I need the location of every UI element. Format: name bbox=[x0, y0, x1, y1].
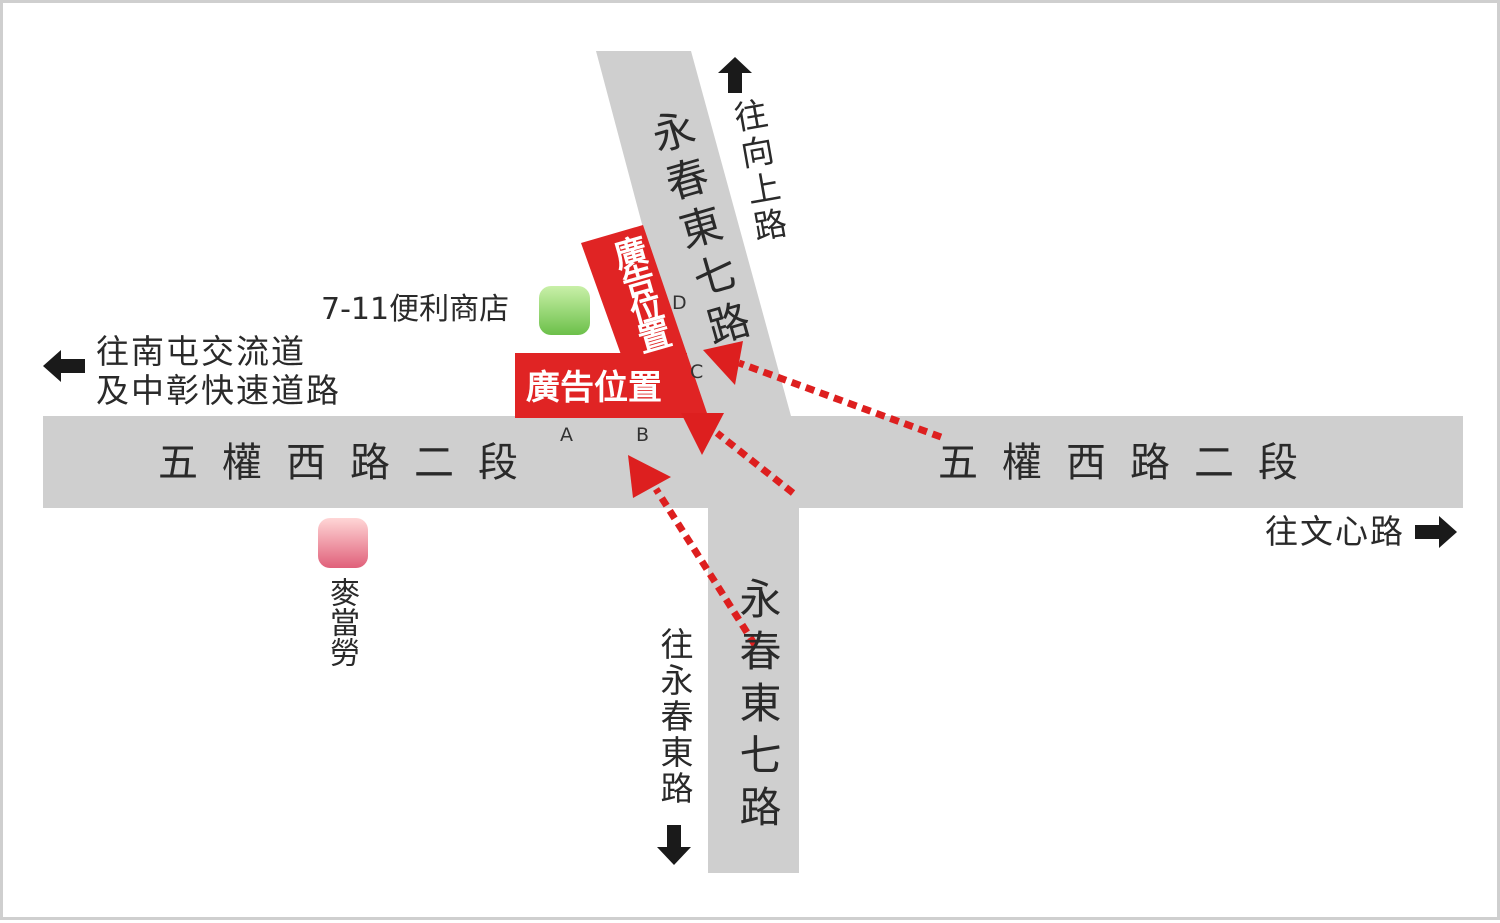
corner-label-c: C bbox=[690, 361, 704, 383]
sightline-arrow-to-c-icon bbox=[703, 341, 943, 441]
direction-label-west-line2: 及中彰快速道路 bbox=[96, 371, 341, 410]
arrow-west-icon bbox=[43, 350, 85, 382]
corner-label-a: A bbox=[560, 424, 573, 446]
direction-label-south: 往永春東路 bbox=[655, 627, 694, 807]
corner-label-d: D bbox=[672, 292, 687, 314]
sightline-arrow-to-b-icon bbox=[681, 413, 796, 496]
road-label-wuquan-west: 五權西路二段 bbox=[158, 440, 542, 486]
road-label-wuquan-east: 五權西路二段 bbox=[938, 440, 1322, 486]
map-graphics bbox=[43, 51, 1463, 873]
arrow-north-icon bbox=[718, 57, 752, 93]
road-label-yongchun-south: 永春東七路 bbox=[733, 577, 782, 837]
mcdonalds-marker-icon bbox=[318, 518, 368, 568]
seven-eleven-marker-icon bbox=[539, 286, 590, 335]
ad-panel-horizontal-label: 廣告位置 bbox=[526, 368, 662, 408]
road-yongchun-south bbox=[708, 503, 799, 873]
sightline-arrow-to-a-icon bbox=[628, 455, 758, 647]
corner-label-b: B bbox=[636, 424, 650, 446]
seven-eleven-label: 7-11便利商店 bbox=[321, 292, 510, 327]
mcdonalds-label: 麥當勞 bbox=[324, 577, 359, 667]
direction-label-east: 往文心路 bbox=[1265, 512, 1405, 551]
arrow-east-icon bbox=[1415, 516, 1457, 548]
direction-label-west-line1: 往南屯交流道 bbox=[96, 332, 306, 371]
road-yongchun-north bbox=[596, 51, 791, 416]
ad-panel-horizontal-shape bbox=[515, 353, 687, 418]
arrow-south-icon bbox=[657, 825, 691, 865]
